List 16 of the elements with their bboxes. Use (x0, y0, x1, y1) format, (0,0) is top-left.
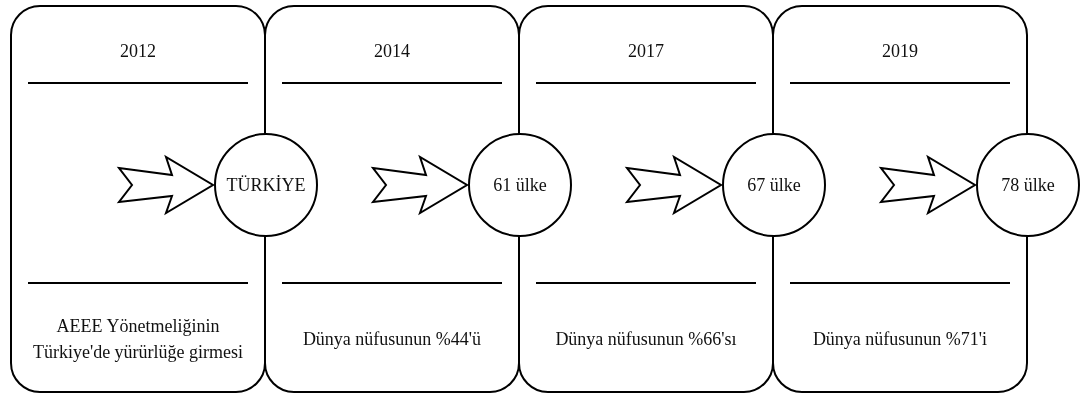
circle-label: 78 ülke (1001, 174, 1055, 196)
year-heading: 2012 (120, 40, 156, 62)
block-arrow (370, 154, 469, 216)
milestone-description: Dünya nüfusunun %71'i (812, 328, 988, 351)
circle-label: 67 ülke (747, 174, 801, 196)
milestone-description: Dünya nüfusunun %44'ü (302, 328, 482, 351)
year-heading: 2014 (374, 40, 410, 62)
circle-label: TÜRKİYE (226, 174, 306, 196)
block-arrow (116, 154, 215, 216)
year-heading: 2017 (628, 40, 664, 62)
milestone-description: AEEE Yönetmeliğinin Türkiye'de yürürlüğe girmesi (31, 315, 245, 364)
block-arrow (624, 154, 723, 216)
circle-label: 61 ülke (493, 174, 547, 196)
block-arrow (878, 154, 977, 216)
year-heading: 2019 (882, 40, 918, 62)
milestone-description: Dünya nüfusunun %66'sı (555, 328, 737, 351)
